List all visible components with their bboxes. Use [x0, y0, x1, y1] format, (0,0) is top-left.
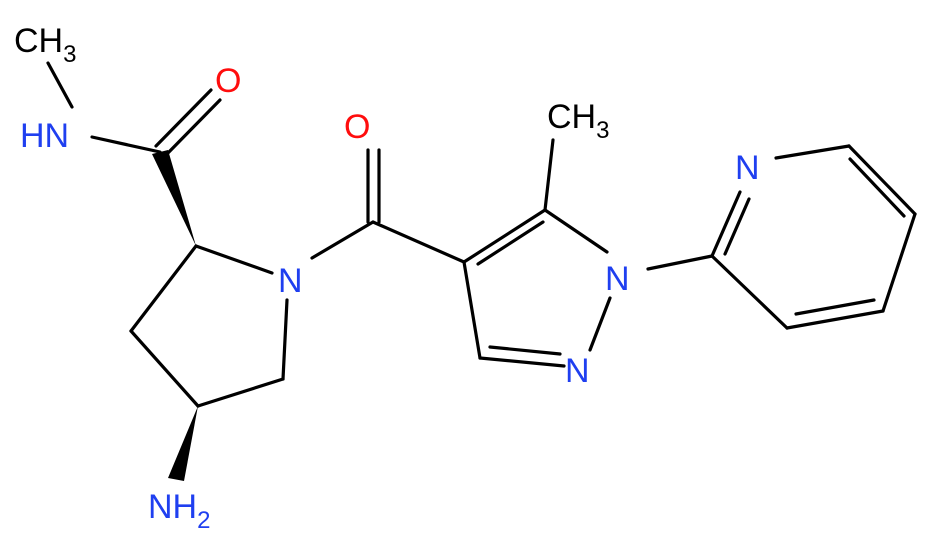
bond-py-c4-c3-inner	[794, 298, 876, 316]
wedge-c2-carbonyl	[152, 150, 196, 246]
atom-n-pyridine: N	[735, 149, 760, 187]
bond-n1-c5	[281, 298, 289, 381]
bond-pz-c5-ch3	[543, 138, 555, 212]
bonds	[46, 61, 917, 481]
atom-o-amide: O	[215, 62, 241, 100]
bond-c4-c3	[129, 329, 200, 408]
bond-py-c3-c2	[710, 254, 789, 330]
bond-pz-n1-py-c2	[646, 254, 714, 271]
bond-pz-c4-c5	[462, 208, 547, 264]
atom-nh2: NH2	[148, 488, 210, 534]
bond-py-c4-c3	[785, 309, 885, 330]
bond-py-c6-c5-inner	[848, 157, 906, 218]
atom-o-ketone: O	[344, 108, 370, 146]
bond-amide-co-b	[163, 98, 222, 158]
bond-c5-c4	[196, 377, 285, 408]
bond-nh-carbonyl	[90, 135, 162, 154]
bond-pz-c5-n1	[543, 208, 609, 254]
bond-py-c5-c4	[881, 212, 917, 313]
bond-py-c2-n-inner	[723, 197, 751, 256]
bond-n1-carbonyl	[310, 220, 375, 260]
atom-ch3-pyrazole: CH3	[547, 98, 609, 144]
bond-pz-n2-c3	[478, 356, 566, 368]
bond-py-n-c6	[774, 144, 851, 160]
bond-pz-n1-n2	[588, 296, 612, 352]
bond-carbonyl-pyrazole	[371, 220, 466, 264]
atom-n-pyrazole-1: N	[605, 260, 630, 298]
wedge-c4-nh2	[168, 406, 198, 481]
bond-pz-c4-c5-inner	[476, 220, 545, 266]
bond-amide-co-a	[154, 88, 213, 148]
atom-n-pyrazole-2: N	[565, 352, 590, 390]
bond-pz-n2-c3-inner	[488, 345, 562, 356]
atom-ch3-top-left: CH3	[14, 22, 76, 68]
bond-c3-c2	[129, 244, 198, 333]
bond-py-c2-n	[710, 190, 742, 258]
atom-n-ring: N	[278, 262, 303, 300]
atom-nh-amide: HN	[20, 117, 69, 155]
bond-ch3-nh	[46, 61, 74, 109]
atom-labels: CH3 HN O O CH3 N N N N NH2	[14, 22, 760, 534]
bond-c2-n1	[194, 244, 274, 275]
bond-py-c6-c5	[847, 144, 917, 216]
bond-pz-c3-c4	[462, 260, 482, 360]
